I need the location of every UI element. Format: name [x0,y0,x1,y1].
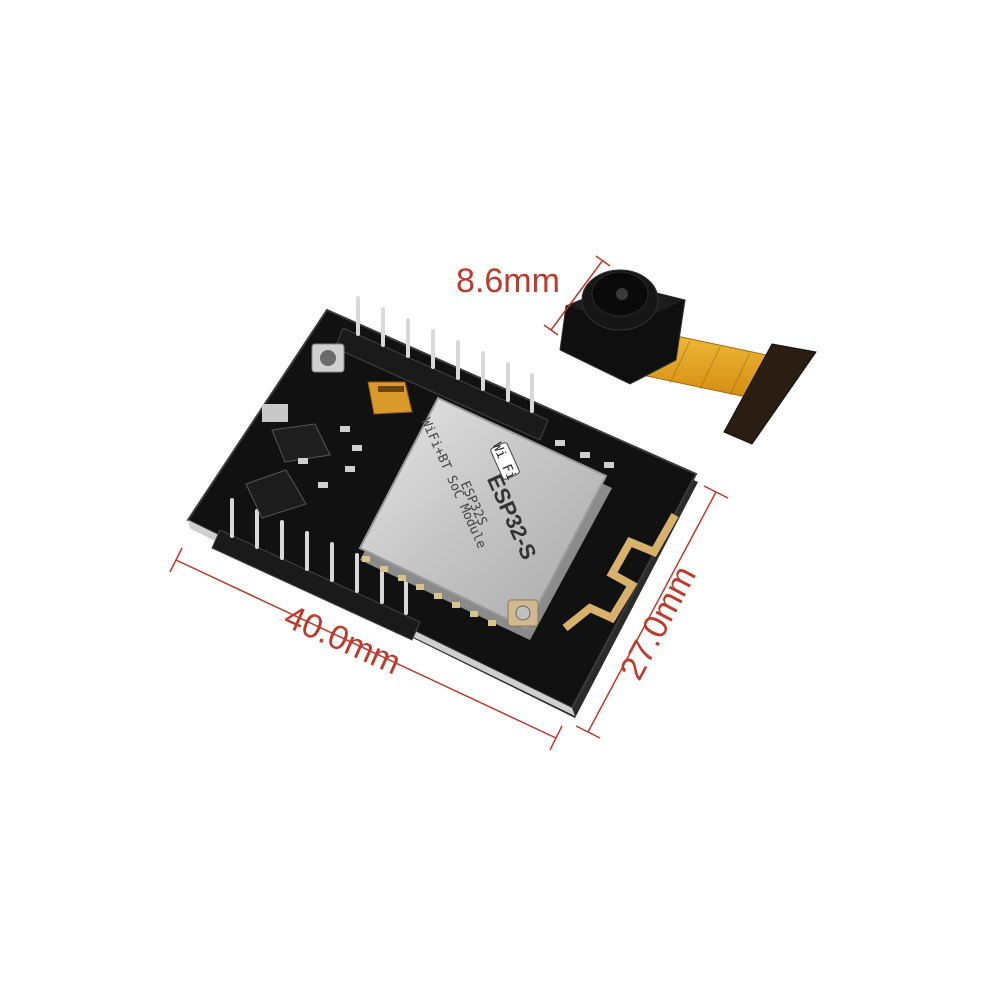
voltage-regulator [262,404,331,463]
module-pads [362,556,496,626]
ufl-connector [507,599,539,627]
tantalum-capacitor [367,381,413,415]
top-pin-header [334,327,549,441]
camera-module [559,269,817,445]
bottom-pin-header [211,529,421,641]
smd-components [298,426,614,488]
reset-button [311,343,345,373]
ic-chip [245,469,307,519]
esp32-module-shield: Wi Fi ESP32-S ESP32S WiFi+BT SoC Module [358,396,612,640]
pcb-antenna [562,513,679,632]
dimension-lines [169,255,729,751]
top-header-pins [356,296,534,413]
camera-width-label: 8.6mm [456,262,560,300]
